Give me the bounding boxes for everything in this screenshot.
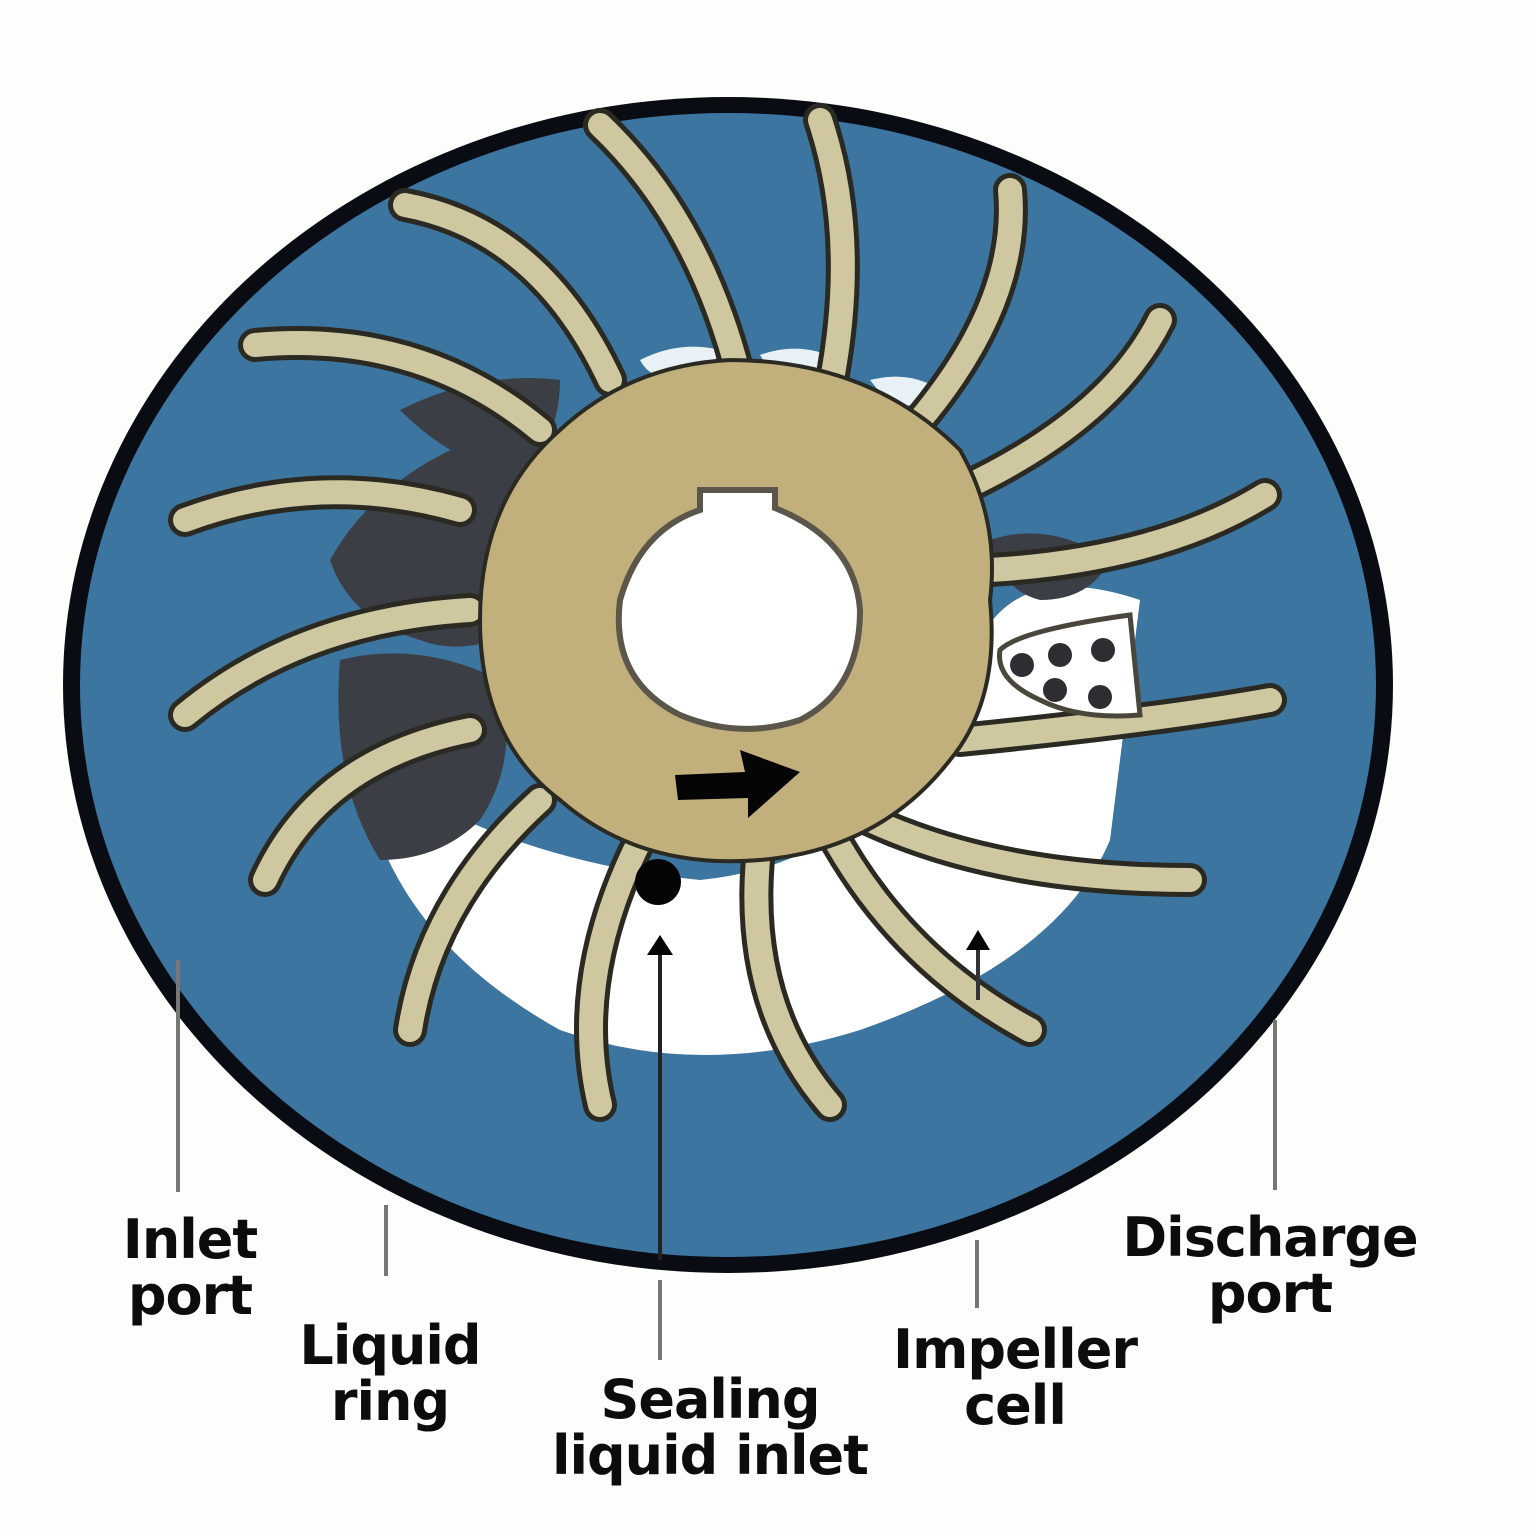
shaft-bore <box>615 487 864 732</box>
sealing-liquid-hole <box>635 859 681 905</box>
impeller-hub <box>477 357 994 864</box>
impeller-blades <box>168 103 1287 1122</box>
arrow-up-icon <box>647 935 673 955</box>
label-inlet-port: Inlet port <box>122 1208 258 1327</box>
label-liquid-ring: Liquid ring <box>299 1314 481 1433</box>
label-impeller-cell: Impeller cell <box>893 1318 1138 1437</box>
arrow-up-icon <box>966 930 990 950</box>
label-sealing-liquid-inlet: Sealing liquid inlet <box>552 1368 869 1487</box>
rotation-arrow-icon <box>675 750 800 818</box>
discharge-port-plate <box>997 612 1143 719</box>
leader-lines <box>176 960 1277 1360</box>
label-discharge-port: Discharge port <box>1122 1206 1418 1325</box>
callout-arrows <box>647 930 990 1260</box>
